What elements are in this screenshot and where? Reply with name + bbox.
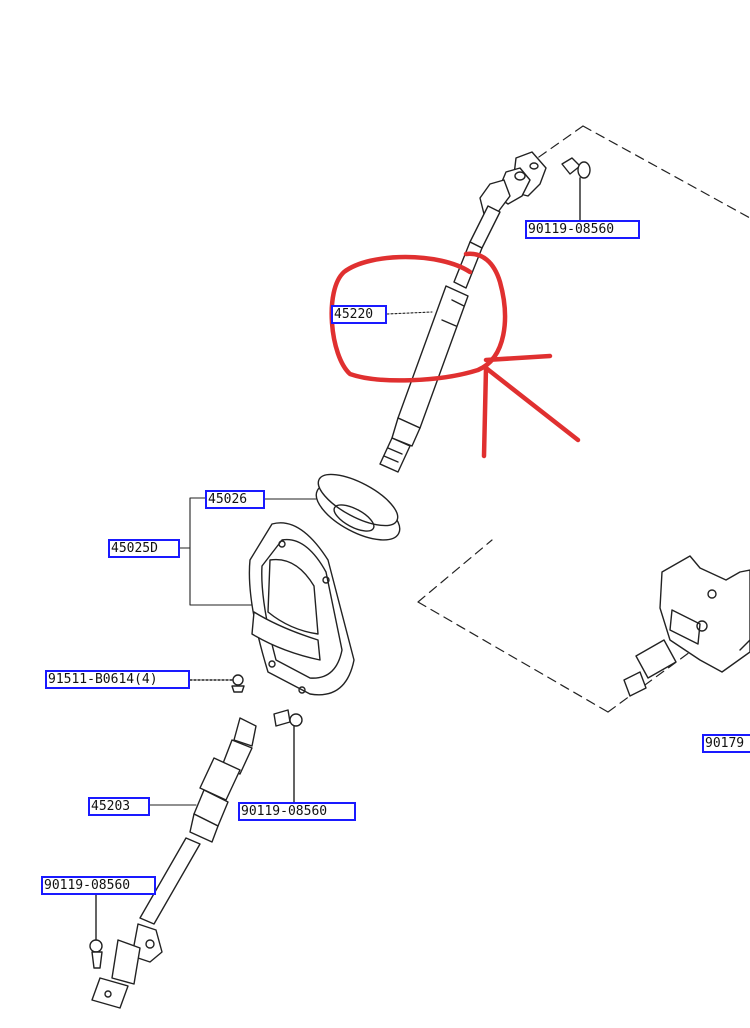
clip-drawing (189, 674, 245, 693)
bolt-bottom-drawing (89, 891, 103, 969)
label-intermediate-shaft[interactable]: 45220 (331, 305, 387, 324)
label-hole-cover[interactable]: 45025D (108, 539, 180, 558)
hole-cover-drawing (248, 522, 355, 696)
assembly-boundary-dashed (417, 125, 750, 713)
steering-column-drawing (623, 555, 750, 697)
leader-lines (146, 311, 433, 806)
bolt-top-drawing (561, 157, 591, 221)
label-bolt-mid[interactable]: 90119-08560 (238, 802, 356, 821)
label-column-bolt[interactable]: 90179 (702, 734, 750, 753)
lower-shaft-drawing (91, 717, 257, 1009)
label-dust-seal[interactable]: 45026 (205, 490, 265, 509)
label-bolt-top[interactable]: 90119-08560 (525, 220, 640, 239)
bolt-mid-drawing (273, 709, 303, 806)
label-lower-shaft[interactable]: 45203 (88, 797, 150, 816)
label-clip[interactable]: 91511-B0614(4) (45, 670, 190, 689)
label-bolt-bottom[interactable]: 90119-08560 (41, 876, 156, 895)
intermediate-shaft-drawing (379, 151, 547, 473)
red-highlight-annotation (329, 251, 581, 459)
dust-seal-drawing (315, 473, 401, 541)
